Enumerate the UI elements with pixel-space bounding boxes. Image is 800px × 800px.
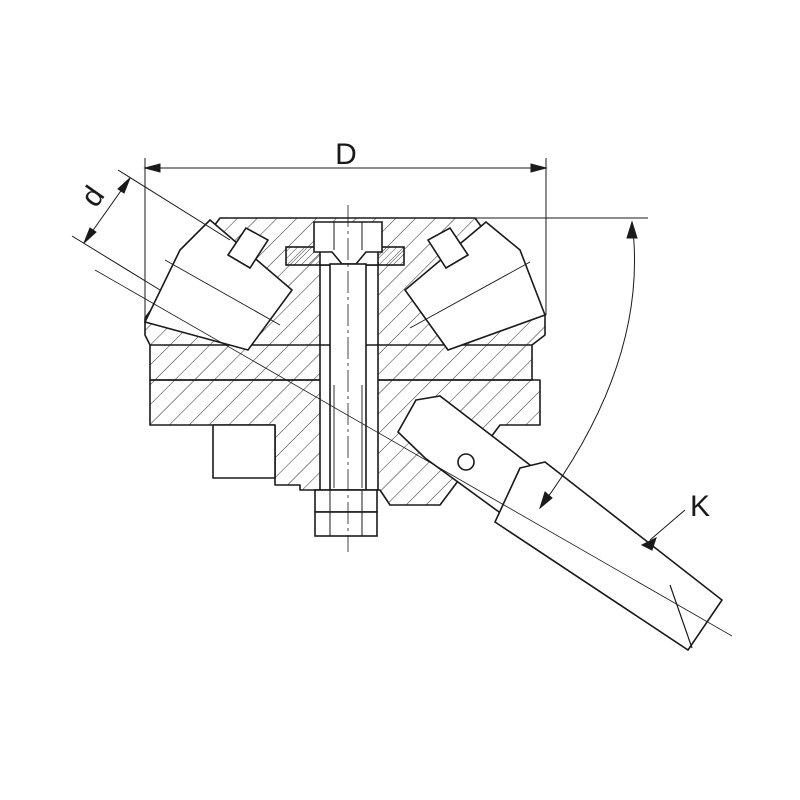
dimension-d (71, 169, 231, 291)
angle-dimension (470, 217, 648, 510)
right-jaw-key (426, 226, 470, 270)
taper-marker (640, 509, 686, 551)
nut-upper (314, 489, 378, 513)
left-jaw-key (226, 226, 270, 270)
dimension-D (143, 158, 548, 318)
label-K: K (690, 490, 710, 523)
nut-lower (314, 511, 378, 537)
taper-shank (493, 461, 724, 652)
taper-axis (94, 269, 733, 637)
body-left-step (212, 424, 276, 479)
taper-arbor (396, 395, 724, 652)
cross-pin-hole (457, 453, 475, 471)
label-d: d (75, 180, 112, 213)
label-D: D (335, 138, 357, 171)
left-jaw (143, 218, 294, 351)
right-jaw (403, 220, 547, 351)
